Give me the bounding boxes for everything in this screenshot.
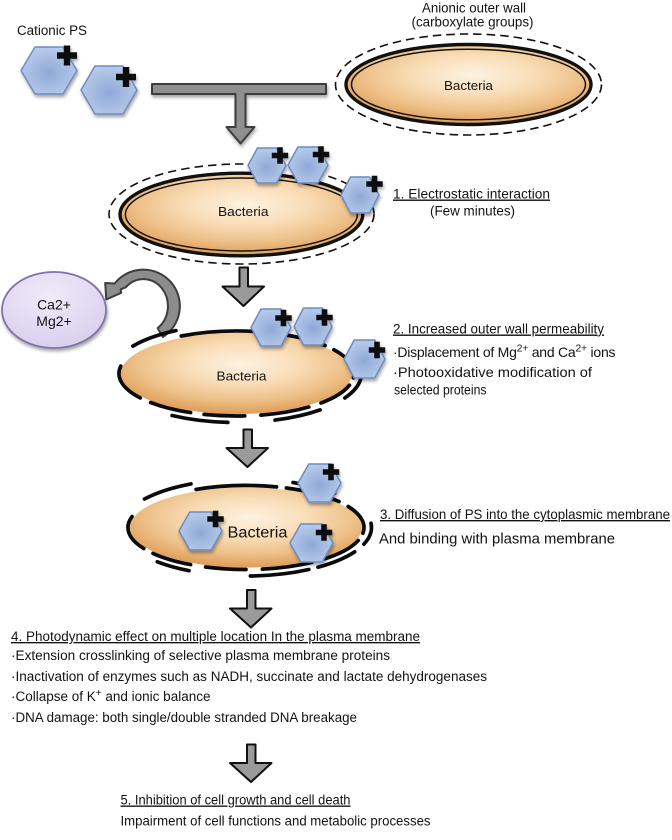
svg-text:Ca2+: Ca2+ [37, 297, 71, 313]
svg-text:5. Inhibition of cell growth a: 5. Inhibition of cell growth and cell de… [121, 793, 351, 808]
svg-text:(Few minutes): (Few minutes) [430, 203, 515, 219]
svg-text:Cationic PS: Cationic PS [17, 23, 87, 38]
svg-text:·Photooxidative modification o: ·Photooxidative modification of [393, 364, 592, 380]
svg-text:selected proteins: selected proteins [394, 382, 487, 398]
svg-text:·DNA damage: both single/doubl: ·DNA damage: both single/double stranded… [11, 710, 357, 725]
svg-text:4. Photodynamic effect on mult: 4. Photodynamic effect on multiple locat… [11, 629, 420, 644]
svg-text:3. Diffusion of PS into the cy: 3. Diffusion of PS into the cytoplasmic … [380, 506, 670, 522]
svg-text:Bacteria: Bacteria [218, 204, 269, 219]
svg-text:Bacteria: Bacteria [444, 78, 494, 93]
svg-text:Bacteria: Bacteria [217, 369, 268, 384]
svg-text:(carboxylate groups): (carboxylate groups) [412, 14, 534, 30]
svg-text:·Collapse of K+ and ionic bala: ·Collapse of K+ and ionic balance [11, 688, 210, 704]
svg-text:Mg2+: Mg2+ [36, 313, 71, 329]
svg-text:Bacteria: Bacteria [228, 525, 288, 542]
svg-text:·Extension crosslinking of sel: ·Extension crosslinking of selective pla… [11, 648, 390, 663]
svg-text:And binding with plasma membra: And binding with plasma membrane [379, 531, 615, 548]
svg-text:2. Increased outer wall permea: 2. Increased outer wall permeability [393, 321, 604, 337]
svg-text:1. Electrostatic interaction: 1. Electrostatic interaction [393, 186, 550, 202]
svg-text:Anionic outer wall: Anionic outer wall [422, 0, 526, 16]
svg-text:·Displacement of Mg2+ and Ca2+: ·Displacement of Mg2+ and Ca2+ ions [393, 343, 615, 361]
svg-text:·Inactivation of enzymes such: ·Inactivation of enzymes such as NADH, s… [11, 669, 487, 684]
svg-text:Impairment of cell functions a: Impairment of cell functions and metabol… [121, 814, 431, 829]
